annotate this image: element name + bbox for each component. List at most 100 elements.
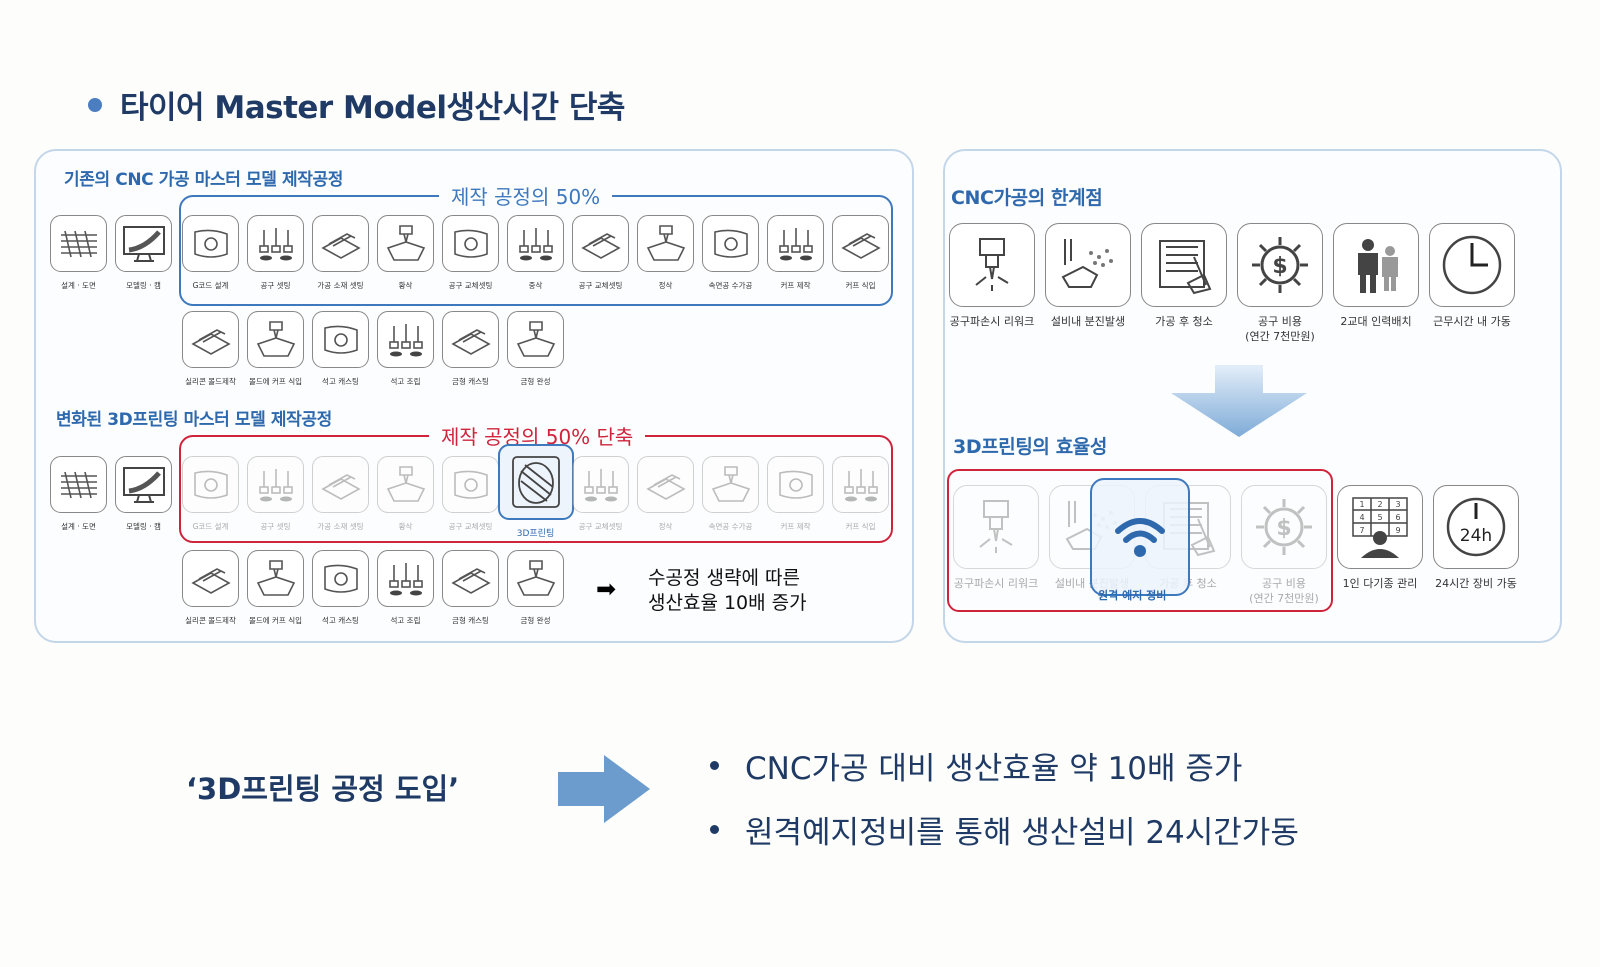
process-step-icon xyxy=(312,456,369,513)
benefits-list: CNC가공 대비 생산효율 약 10배 증가 원격예지정비를 통해 생산설비 2… xyxy=(710,733,1299,861)
process-step: 몰드에 커프 식입 xyxy=(247,311,304,387)
process-step: 석고 조립 xyxy=(377,311,434,387)
intro-label: ‘3D프린팅 공정 도입’ xyxy=(186,772,460,806)
process-step: 공구 교체셋팅 xyxy=(442,215,499,291)
cost-gear-icon: $ xyxy=(1237,223,1323,307)
process-step: 황삭 xyxy=(377,215,434,291)
process-step: 실리콘 몰드제작 xyxy=(182,311,239,387)
process-step-icon xyxy=(247,311,304,368)
process-step: 실리콘 몰드제작 xyxy=(182,550,239,626)
blueprint-icon xyxy=(50,215,107,272)
new-pre-steps: 설계 · 도면 모델링 · 캠 xyxy=(50,456,172,532)
page-title: 타이어 Master Model생산시간 단축 xyxy=(88,82,625,127)
process-step-icon xyxy=(637,456,694,513)
efficiency-item: $공구 비용(연간 7천만원) xyxy=(1237,223,1323,345)
blueprint-icon xyxy=(50,456,107,513)
step-modeling: 모델링 · 캠 xyxy=(115,456,172,532)
process-step-icon xyxy=(767,215,824,272)
step-modeling: 모델링 · 캠 xyxy=(115,215,172,291)
legacy-process-title: 기존의 CNC 가공 마스터 모델 제작공정 xyxy=(64,170,343,190)
process-step-icon xyxy=(182,215,239,272)
process-step: 금형 캐스팅 xyxy=(442,550,499,626)
process-step-icon xyxy=(182,456,239,513)
efficiency-highlight-box xyxy=(947,469,1333,612)
bullet-dot xyxy=(710,760,719,770)
process-step: 공구 셋팅 xyxy=(247,215,304,291)
process-step: 황삭 xyxy=(377,456,434,539)
step-design: 설계 · 도면 xyxy=(50,456,107,532)
svg-text:7: 7 xyxy=(1359,526,1364,535)
new-process-title: 변화된 3D프린팅 마스터 모델 제작공정 xyxy=(56,410,332,430)
efficiency-item: 가공 후 청소 xyxy=(1141,223,1227,345)
process-step: 금형 완성 xyxy=(507,550,564,626)
process-step: 가공 소재 셋팅 xyxy=(312,215,369,291)
process-step-icon xyxy=(832,215,889,272)
efficiency-item: 공구파손시 리워크 xyxy=(949,223,1035,345)
process-step: 석고 캐스팅 xyxy=(312,311,369,387)
step-3d-printing: 3D프린팅 xyxy=(497,444,574,539)
workers-icon xyxy=(1333,223,1419,307)
down-arrow-icon xyxy=(1171,365,1307,437)
process-step-icon xyxy=(442,456,499,513)
process-step-icon xyxy=(767,456,824,513)
process-step: 속면공 수가공 xyxy=(702,456,759,539)
efficiency-item: $공구 비용(연간 7천만원) xyxy=(1241,485,1327,607)
process-step: 가공 소재 셋팅 xyxy=(312,456,369,539)
remote-maintenance-overlay xyxy=(1090,478,1190,596)
process-step-icon xyxy=(702,215,759,272)
monitor-icon xyxy=(115,215,172,272)
monitor-icon xyxy=(115,456,172,513)
process-step-icon xyxy=(572,215,629,272)
wifi-icon xyxy=(1115,518,1165,557)
dust-icon xyxy=(1045,223,1131,307)
tire-3d-print-icon xyxy=(497,444,574,520)
title-text: 타이어 Master Model생산시간 단축 xyxy=(120,90,625,126)
process-step-icon xyxy=(507,215,564,272)
clock-icon xyxy=(1429,223,1515,307)
process-step: 공구 교체셋팅 xyxy=(442,456,499,539)
process-step-icon xyxy=(247,550,304,607)
process-step-icon xyxy=(312,550,369,607)
svg-text:$: $ xyxy=(1276,516,1291,541)
process-step: 공구 교체셋팅 xyxy=(572,456,629,539)
svg-text:2: 2 xyxy=(1377,500,1382,509)
tool-break-icon xyxy=(953,485,1039,569)
process-step-icon xyxy=(832,456,889,513)
process-step: 커프 제작 xyxy=(767,215,824,291)
svg-text:9: 9 xyxy=(1395,526,1400,535)
process-step: 석고 조립 xyxy=(377,550,434,626)
process-step-icon xyxy=(312,311,369,368)
process-step-icon xyxy=(637,215,694,272)
svg-text:5: 5 xyxy=(1377,513,1382,522)
process-step-icon xyxy=(312,215,369,272)
efficiency-item: 근무시간 내 가동 xyxy=(1429,223,1515,345)
process-step: 정삭 xyxy=(637,456,694,539)
svg-text:$: $ xyxy=(1272,254,1287,279)
process-step: 속면공 수가공 xyxy=(702,215,759,291)
clock-24h-icon: 24h xyxy=(1433,485,1519,569)
process-step: 금형 완성 xyxy=(507,311,564,387)
title-bullet xyxy=(88,97,102,112)
process-step-icon xyxy=(442,215,499,272)
process-step: G코드 설계 xyxy=(182,215,239,291)
process-step-icon xyxy=(182,311,239,368)
right-arrow-icon: ➡ xyxy=(596,575,617,603)
process-step-icon xyxy=(247,215,304,272)
efficiency-item: 설비내 분진발생 xyxy=(1045,223,1131,345)
legacy-cnc-group: 제작 공정의 50% xyxy=(179,181,893,306)
svg-text:1: 1 xyxy=(1359,500,1364,509)
svg-text:24h: 24h xyxy=(1460,526,1492,546)
cost-gear-icon: $ xyxy=(1241,485,1327,569)
big-right-arrow-icon xyxy=(558,755,650,823)
process-step: 커프 식입 xyxy=(832,215,889,291)
